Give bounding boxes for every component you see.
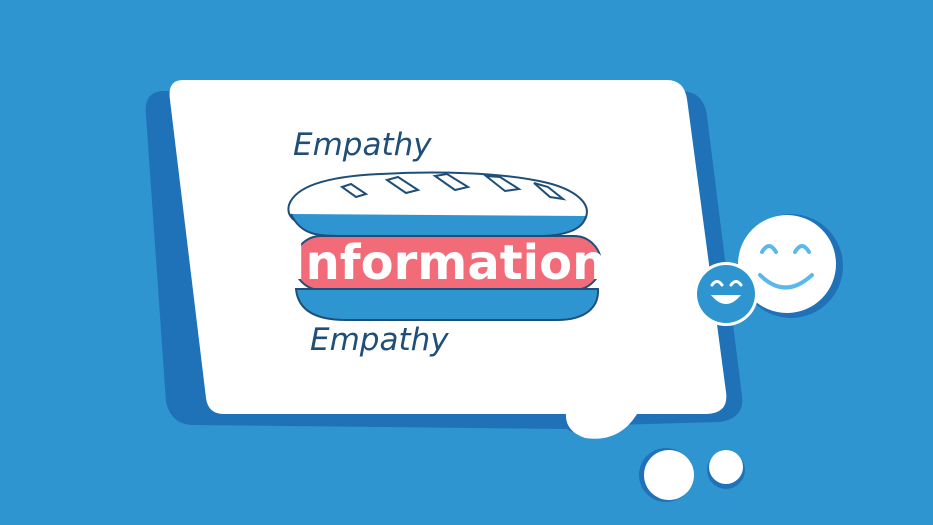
large-face-left-eye <box>760 244 778 254</box>
bubble-dot-large <box>644 450 694 500</box>
bread-slit-3 <box>432 172 471 192</box>
small-face-mouth <box>711 295 741 304</box>
bottom-empathy-label: Empathy <box>310 322 449 358</box>
large-face-smile <box>758 273 814 290</box>
smiling-face-icon <box>738 215 836 313</box>
large-face-right-eye <box>793 244 811 254</box>
bread-slit-1 <box>339 182 369 199</box>
bread-slit-5 <box>533 182 567 201</box>
bread-slit-2 <box>384 175 421 195</box>
laughing-face-icon <box>697 265 755 323</box>
top-empathy-label: Empathy <box>293 127 432 163</box>
bubble-dot-small <box>709 450 743 484</box>
small-face-right-eye <box>729 280 743 287</box>
small-face-left-eye <box>710 280 724 287</box>
bread-slit-4 <box>482 174 522 193</box>
sandwich-top-bun-base <box>290 213 587 237</box>
center-information-label: Information <box>288 235 607 291</box>
sandwich-bottom-bun <box>294 288 600 321</box>
